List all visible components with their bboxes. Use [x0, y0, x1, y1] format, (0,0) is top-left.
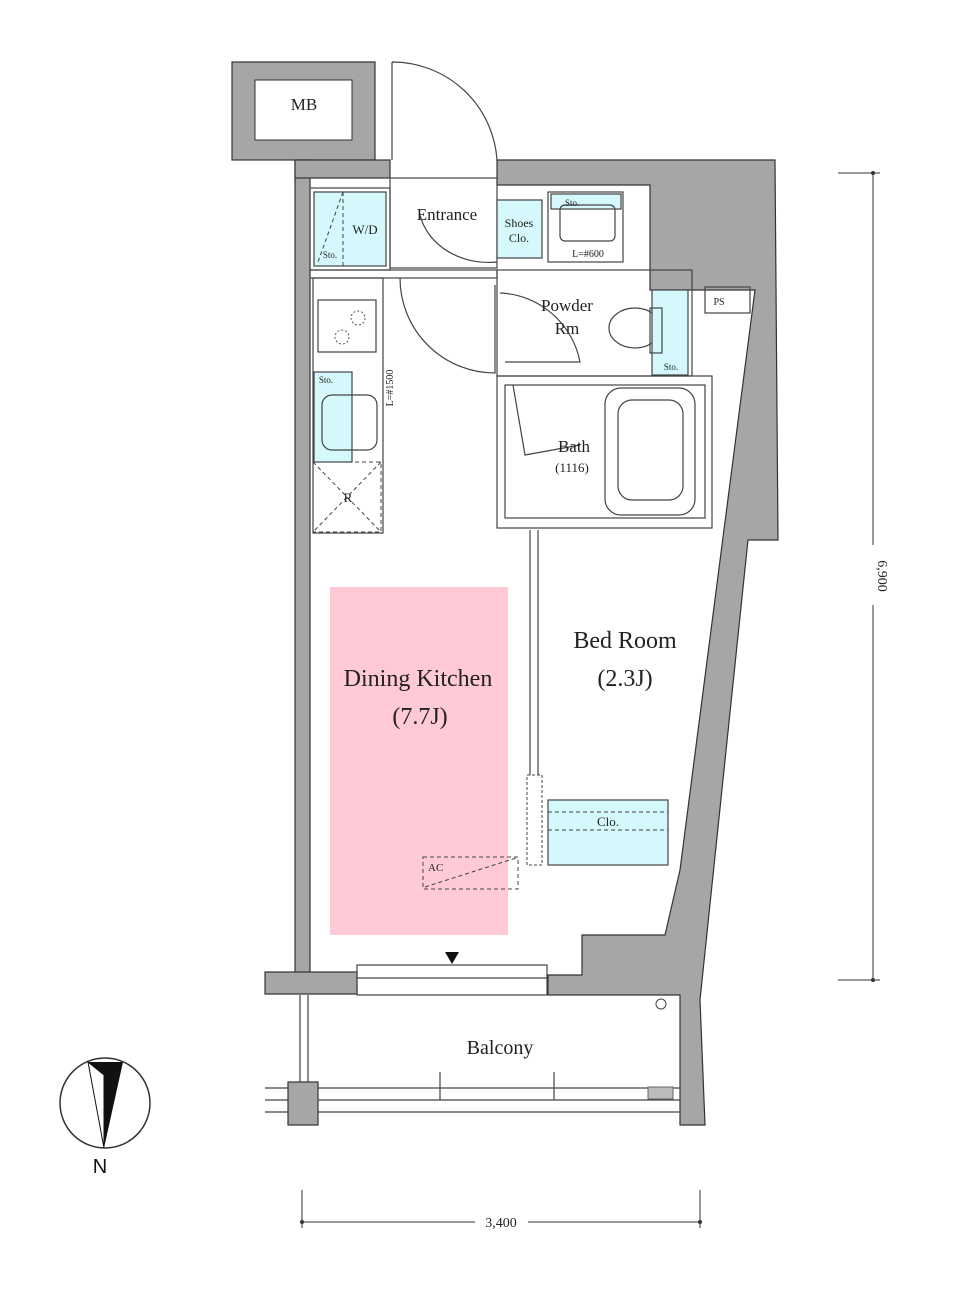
rm-label: Rm — [555, 319, 580, 338]
sink-storage — [313, 371, 353, 463]
dining-label: Dining Kitchen — [344, 666, 493, 692]
wd-label: W/D — [352, 222, 377, 237]
bathtub — [604, 387, 696, 516]
washer-space — [313, 191, 387, 267]
fridge-label: R — [344, 490, 353, 505]
sto-label: Sto. — [565, 198, 579, 208]
sto-label: Sto. — [664, 362, 678, 372]
bedroom-size-label: (2.3J) — [597, 666, 652, 692]
dimension-height: 6,900 — [838, 171, 889, 982]
clo-label: Clo. — [509, 231, 529, 245]
ps-label: PS — [713, 297, 724, 308]
pipe-space — [704, 286, 751, 314]
wall-bottom-left — [264, 971, 358, 995]
powder-label: Powder — [541, 296, 593, 315]
wall-top-left — [294, 159, 391, 179]
meter-box: MB — [231, 61, 376, 161]
dining-kitchen-highlight — [330, 587, 508, 935]
dining-size-label: (7.7J) — [392, 704, 447, 730]
sto-label: Sto. — [323, 250, 337, 260]
height-dimension-label: 6,900 — [874, 560, 889, 592]
dimension-width: 3,400 — [300, 1190, 702, 1231]
vanity-size-label: L=#600 — [572, 249, 604, 260]
entrance-label: Entrance — [417, 205, 477, 224]
kitchen-size-label: L=#1500 — [385, 370, 396, 407]
width-dimension-label: 3,400 — [485, 1216, 517, 1231]
bedroom-label: Bed Room — [573, 628, 677, 654]
mb-label: MB — [291, 95, 317, 114]
sto-label: Sto. — [319, 375, 333, 385]
entrance-door[interactable] — [391, 61, 498, 161]
exterior-wall-left — [294, 159, 311, 976]
north-compass-icon: N — [59, 1057, 151, 1178]
bath-size-label: (1116) — [555, 460, 589, 475]
ac-label: AC — [428, 862, 443, 874]
main-opening-marker — [445, 952, 459, 964]
closet-label: Clo. — [597, 814, 619, 829]
balcony-label: Balcony — [467, 1037, 534, 1059]
ac-unit — [422, 856, 519, 890]
fridge-space — [312, 461, 382, 533]
north-label: N — [93, 1156, 107, 1178]
sink — [321, 394, 378, 451]
shoes-closet — [496, 199, 543, 259]
balcony: Balcony — [265, 995, 680, 1126]
stove — [317, 299, 377, 353]
shoes-label: Shoes — [505, 216, 534, 230]
exterior-wall-right — [496, 159, 779, 1126]
bedroom-closet — [547, 799, 669, 866]
vanity-sink — [559, 204, 616, 242]
bath-label: Bath — [558, 437, 591, 456]
